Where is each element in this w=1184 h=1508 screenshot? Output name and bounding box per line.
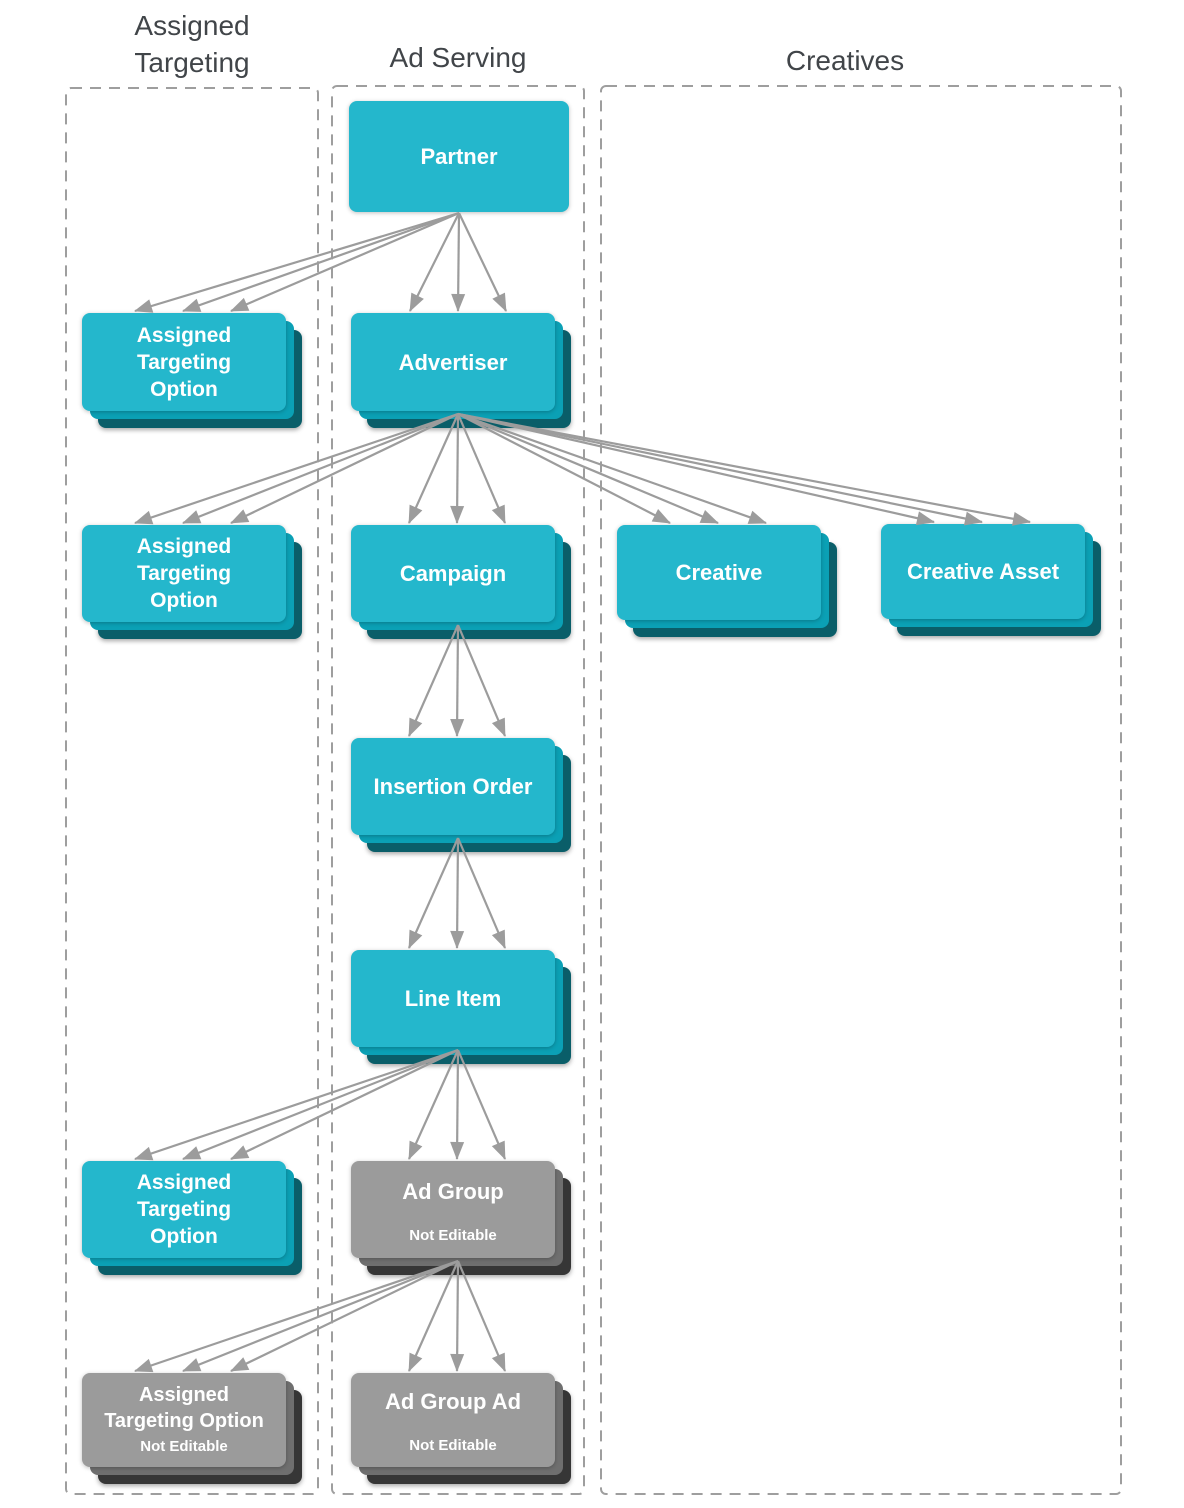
node-assigned-targeting-option-not-editable: Assigned Targeting Option Not Editable	[82, 1373, 302, 1484]
node-label: Partner	[420, 144, 498, 169]
node-sublabel: Not Editable	[409, 1437, 497, 1454]
column-frame-assigned-targeting	[65, 87, 319, 1495]
node-assigned-targeting-option-1: Assigned Targeting Option	[82, 313, 302, 428]
node-label: Campaign	[399, 561, 507, 586]
node-label: Assigned Targeting Option	[136, 1171, 232, 1248]
edge-campaign-to-insertion-order	[456, 624, 507, 737]
node-label: Creative Asset	[906, 559, 1060, 584]
node-advertiser: Advertiser	[351, 313, 571, 428]
node-sublabel: Not Editable	[140, 1438, 228, 1455]
node-label: Assigned Targeting Option	[136, 323, 232, 401]
node-card: Advertiser	[351, 313, 555, 411]
edge-line-item-to-ad-group	[450, 1049, 465, 1160]
edge-partner-to-advertiser	[409, 212, 460, 312]
edge-ad-group-to-ad-group-ad	[407, 1260, 460, 1372]
edge-advertiser-to-ato-2	[182, 412, 459, 525]
edge-partner-to-ato-1	[182, 211, 460, 313]
edge-line-item-to-ato-3	[182, 1048, 459, 1161]
node-label: Advertiser	[398, 349, 508, 375]
edge-insertion-order-to-line-item	[450, 837, 465, 949]
node-label: Line Item	[404, 986, 502, 1011]
edge-ad-group-to-ad-group-ad	[456, 1260, 507, 1372]
edge-ad-group-to-ad-group-ad	[450, 1260, 465, 1372]
column-title-ad-serving: Ad Serving	[389, 42, 527, 73]
edge-advertiser-to-ato-2	[230, 413, 459, 524]
edge-advertiser-to-creative	[457, 412, 767, 525]
node-creative: Creative	[617, 525, 837, 637]
node-assigned-targeting-option-2: Assigned Targeting Option	[82, 525, 302, 639]
edge-insertion-order-to-line-item	[456, 837, 507, 949]
node-card: Campaign	[351, 525, 555, 622]
edge-advertiser-to-creative	[457, 413, 671, 524]
node-ad-group-ad: Ad Group Ad Not Editable	[351, 1373, 571, 1484]
node-label: Assigned Targeting Option	[104, 1384, 264, 1432]
node-ad-group: Ad Group Not Editable	[351, 1161, 571, 1275]
node-creative-asset: Creative Asset	[881, 524, 1101, 636]
edge-advertiser-to-campaign	[450, 413, 465, 524]
node-line-item: Line Item	[351, 950, 571, 1064]
column-title-assigned-targeting: Assigned Targeting	[134, 10, 250, 78]
edge-partner-to-ato-1	[230, 211, 460, 313]
edge-advertiser-to-campaign	[407, 413, 460, 524]
node-label: Ad Group	[402, 1179, 504, 1204]
edge-partner-to-advertiser	[458, 212, 507, 312]
node-card: Ad Group Not Editable	[351, 1161, 555, 1258]
column-title-creatives: Creatives	[785, 45, 905, 76]
node-card: Line Item	[351, 950, 555, 1047]
edge-line-item-to-ad-group	[407, 1049, 460, 1160]
column-frame-creatives	[600, 85, 1122, 1495]
node-partner-card: Partner	[349, 101, 569, 212]
edge-line-item-to-ad-group	[456, 1049, 507, 1160]
edge-advertiser-to-creative-asset	[457, 412, 1031, 526]
node-card: Assigned Targeting Option Not Editable	[82, 1373, 286, 1467]
edge-advertiser-to-creative-asset	[457, 412, 983, 526]
node-card: Assigned Targeting Option	[82, 313, 286, 411]
edge-campaign-to-insertion-order	[407, 624, 460, 737]
node-sublabel: Not Editable	[409, 1227, 497, 1244]
edge-ad-group-to-ato-not-editable	[134, 1259, 459, 1373]
node-insertion-order: Insertion Order	[351, 738, 571, 852]
node-label: Insertion Order	[373, 774, 533, 799]
node-card: Ad Group Ad Not Editable	[351, 1373, 555, 1467]
edge-advertiser-to-creative-asset	[457, 412, 935, 526]
edge-insertion-order-to-line-item	[407, 837, 460, 949]
edge-campaign-to-insertion-order	[450, 624, 465, 737]
edge-partner-to-ato-1	[134, 211, 460, 313]
edge-line-item-to-ato-3	[134, 1048, 459, 1161]
node-partner: Partner	[349, 101, 569, 212]
node-card: Assigned Targeting Option	[82, 525, 286, 622]
node-assigned-targeting-option-3: Assigned Targeting Option	[82, 1161, 302, 1275]
edge-partner-to-advertiser	[451, 212, 466, 312]
edge-advertiser-to-ato-2	[134, 412, 459, 525]
node-label: Ad Group Ad	[384, 1389, 522, 1414]
node-campaign: Campaign	[351, 525, 571, 639]
node-label: Creative	[675, 560, 763, 585]
edge-line-item-to-ato-3	[230, 1049, 459, 1160]
node-card: Creative Asset	[881, 524, 1085, 619]
node-card: Creative	[617, 525, 821, 620]
edge-ad-group-to-ato-not-editable	[230, 1260, 459, 1372]
node-card: Assigned Targeting Option	[82, 1161, 286, 1258]
node-label: Assigned Targeting Option	[136, 535, 232, 612]
edge-ad-group-to-ato-not-editable	[182, 1259, 459, 1373]
edge-advertiser-to-creative	[457, 412, 719, 525]
node-card: Insertion Order	[351, 738, 555, 835]
edge-advertiser-to-campaign	[456, 413, 507, 524]
